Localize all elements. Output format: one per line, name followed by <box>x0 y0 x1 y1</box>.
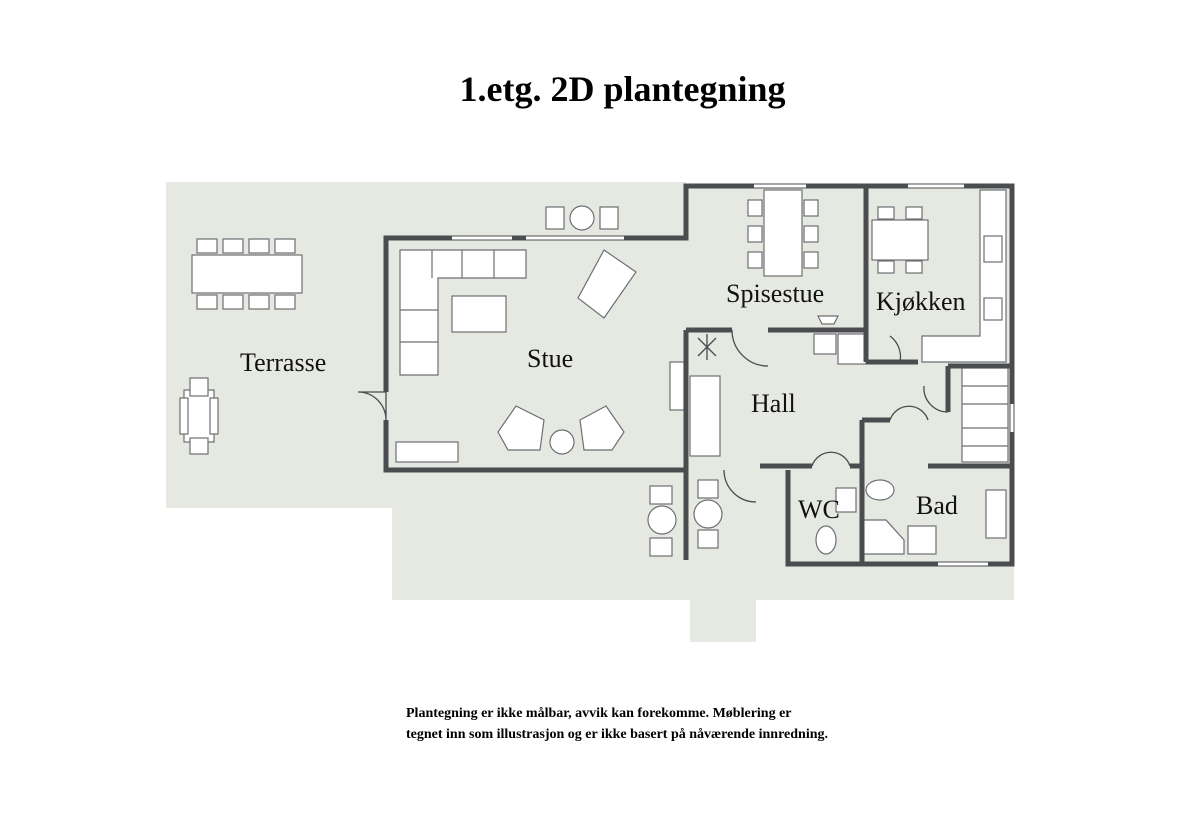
walls <box>383 183 1015 567</box>
sideboard <box>395 441 459 463</box>
room-label-kjokken: Kjøkken <box>876 287 966 316</box>
dining-table <box>763 189 803 277</box>
lower-terrace-area <box>392 470 788 642</box>
room-label-terrasse: Terrasse <box>240 348 326 377</box>
room-label-wc: WC <box>798 495 840 524</box>
room-label-spisestue: Spisestue <box>726 279 824 308</box>
lounge-chair <box>577 249 637 319</box>
side-table <box>549 429 575 455</box>
windows <box>452 184 1014 566</box>
ceiling-light-icon <box>697 334 717 360</box>
room-label-hall: Hall <box>751 389 796 418</box>
armchair-left <box>497 405 545 451</box>
page-title: 1.etg. 2D plantegning <box>459 69 786 109</box>
staircase <box>961 367 1009 463</box>
terrace-table <box>191 254 303 294</box>
furniture <box>179 189 1009 557</box>
disclaimer-line-2: tegnet inn som illustrasjon og er ikke b… <box>406 727 828 742</box>
coffee-table <box>451 295 507 333</box>
room-label-stue: Stue <box>527 344 573 373</box>
sofa <box>399 249 527 376</box>
doors <box>357 329 949 503</box>
kitchen-table <box>871 219 929 261</box>
disclaimer-line-1: Plantegning er ikke målbar, avvik kan fo… <box>406 706 792 721</box>
sun-lounger <box>183 389 215 443</box>
armchair-right <box>579 405 625 451</box>
room-label-bad: Bad <box>916 491 958 520</box>
wardrobe <box>689 375 721 457</box>
